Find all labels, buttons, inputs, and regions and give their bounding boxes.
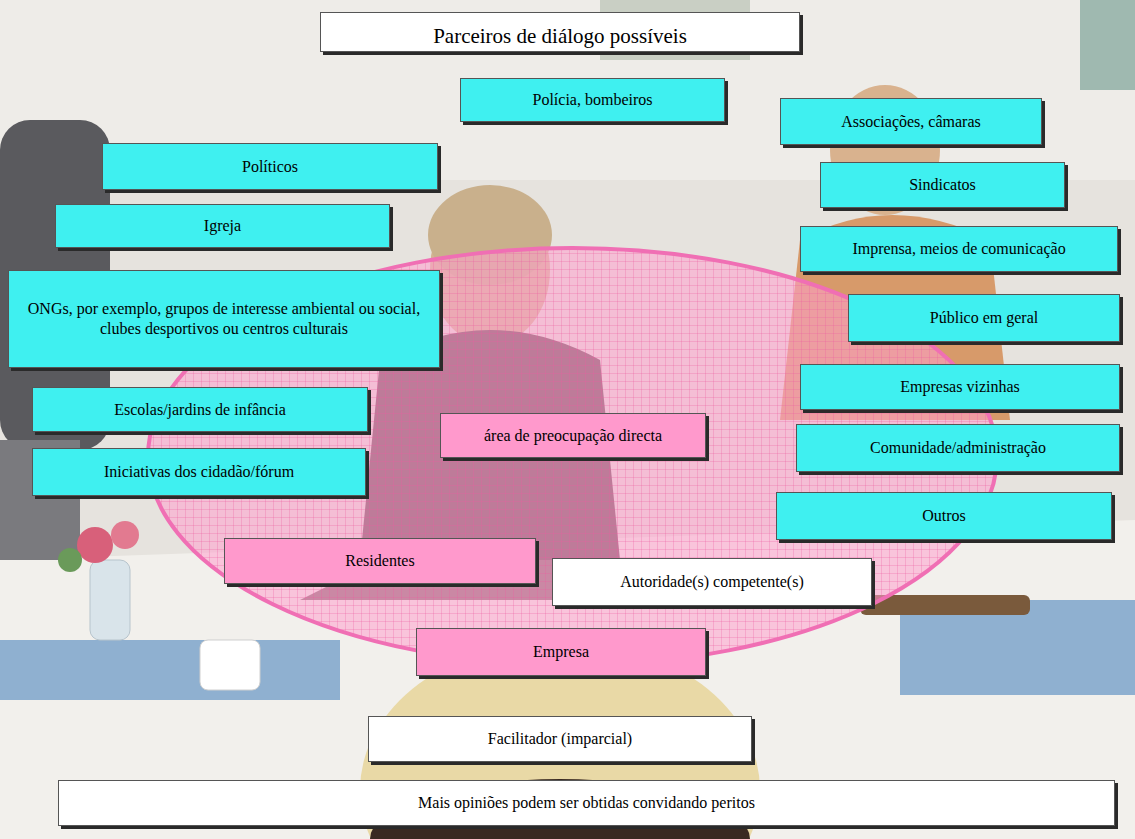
partner-box: Autoridade(s) competente(s) [552,558,872,606]
partner-box: Facilitador (imparcial) [368,716,752,762]
partner-label: Igreja [204,216,241,236]
partner-label: Residentes [345,551,414,571]
partner-label: Imprensa, meios de comunicação [852,239,1065,259]
partner-box: Outros [776,492,1112,540]
partner-box: Iniciativas dos cidadão/fórum [32,448,366,496]
partner-label: Escolas/jardins de infância [114,400,286,420]
partner-box: Empresas vizinhas [800,364,1120,410]
partner-box: Residentes [224,538,536,584]
partner-box: Mais opiniões podem ser obtidas convidan… [58,780,1115,826]
partner-label: Comunidade/administração [870,438,1046,458]
partner-box: Igreja [55,204,390,248]
partner-label: Polícia, bombeiros [533,90,653,110]
partner-label: Empresas vizinhas [900,377,1020,397]
partner-box: Sindicatos [820,162,1065,208]
partner-box: Escolas/jardins de infância [32,387,368,432]
title-text: Parceiros de diálogo possíveis [433,24,687,51]
partner-box: Comunidade/administração [796,424,1120,472]
partner-box: ONGs, por exemplo, grupos de interesse a… [8,270,440,368]
partner-box: Empresa [416,628,706,676]
partner-label: Autoridade(s) competente(s) [620,572,803,592]
partner-box: Imprensa, meios de comunicação [800,226,1118,272]
partner-box: Polícia, bombeiros [460,78,725,122]
concern-label-box: área de preocupação directa [440,413,706,458]
partner-label: Facilitador (imparcial) [488,729,632,749]
partner-label: Associações, câmaras [841,112,981,132]
partner-label: Políticos [242,157,298,177]
partner-box: Políticos [102,143,438,190]
partner-label: Sindicatos [909,175,976,195]
partner-label: Outros [922,506,966,526]
partner-label: Mais opiniões podem ser obtidas convidan… [418,793,755,813]
partner-box: Público em geral [848,294,1120,342]
partner-label: ONGs, por exemplo, grupos de interesse a… [16,299,432,339]
concern-label: área de preocupação directa [484,426,662,446]
partner-label: Público em geral [930,308,1038,328]
partner-label: Empresa [533,642,589,662]
partner-box: Associações, câmaras [780,98,1042,145]
partner-label: Iniciativas dos cidadão/fórum [104,462,294,482]
title-box: Parceiros de diálogo possíveis [320,12,800,52]
